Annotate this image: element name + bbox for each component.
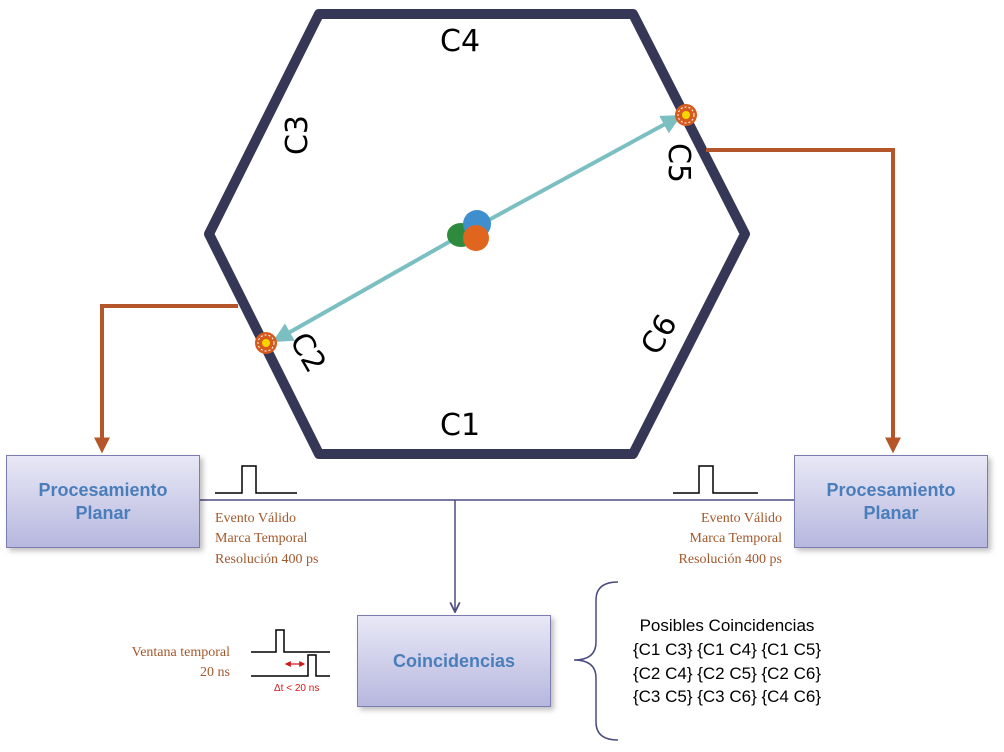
note-valid-event: Evento Válido	[700, 511, 782, 526]
left-event-notes: Evento Válido Marca Temporal Resolución …	[215, 509, 318, 570]
time-window-label-line1: Ventana temporal	[131, 645, 230, 660]
coincidence-row: {C2 C4} {C2 C5} {C2 C6}	[632, 663, 822, 683]
note-time-stamp: Marca Temporal	[689, 531, 782, 547]
time-window-label: Ventana temporal 20 ns	[100, 643, 230, 684]
pulse-waveform-left	[215, 465, 297, 494]
interaction-point-icon	[675, 104, 697, 126]
delta-t-label: Δt < 20 ns	[274, 683, 320, 694]
coincidence-row: {C3 C5} {C3 C6} {C4 C6}	[632, 687, 822, 707]
interaction-point-icon	[255, 332, 277, 354]
right-processing-title-line1: Procesamiento	[826, 480, 956, 500]
face-label-c1: C1	[440, 408, 481, 443]
left-processing-box: Procesamiento Planar	[6, 455, 200, 548]
note-time-stamp: Marca Temporal	[215, 531, 308, 547]
left-signal-path	[94, 304, 238, 454]
right-event-notes: Evento Válido Marca Temporal Resolución …	[660, 509, 782, 570]
hexagon-detector	[204, 9, 750, 459]
right-signal-path	[706, 148, 901, 454]
note-valid-event: Evento Válido	[215, 511, 297, 526]
note-resolution: Resolución 400 ps	[678, 551, 782, 567]
time-window-waveform	[251, 629, 330, 653]
pulse-waveform-right	[673, 465, 758, 494]
left-processing-title-line1: Procesamiento	[38, 480, 168, 500]
right-processing-box: Procesamiento Planar	[794, 455, 988, 548]
possible-coincidences-list: Posibles Coincidencias {C1 C3} {C1 C4} {…	[612, 614, 842, 709]
right-processing-title-line2: Planar	[863, 502, 919, 523]
coincidence-list-brace	[573, 581, 619, 741]
gamma-ray-line	[462, 115, 682, 236]
face-label-c4: C4	[440, 24, 481, 59]
coincidence-box: Coincidencias	[357, 615, 551, 707]
gamma-ray-line	[272, 232, 464, 342]
time-window-label-line2: 20 ns	[200, 665, 230, 681]
annihilation-source-icon	[447, 210, 491, 251]
coincidence-title: Coincidencias	[392, 650, 516, 671]
note-resolution: Resolución 400 ps	[215, 551, 319, 567]
coincidence-row: {C1 C3} {C1 C4} {C1 C5}	[632, 639, 822, 659]
face-label-c3: C3	[280, 114, 316, 156]
possible-coincidences-title: Posibles Coincidencias	[639, 616, 815, 635]
time-window-waveform	[251, 654, 330, 677]
face-label-c5: C5	[661, 142, 697, 184]
left-processing-title-line2: Planar	[75, 502, 131, 523]
